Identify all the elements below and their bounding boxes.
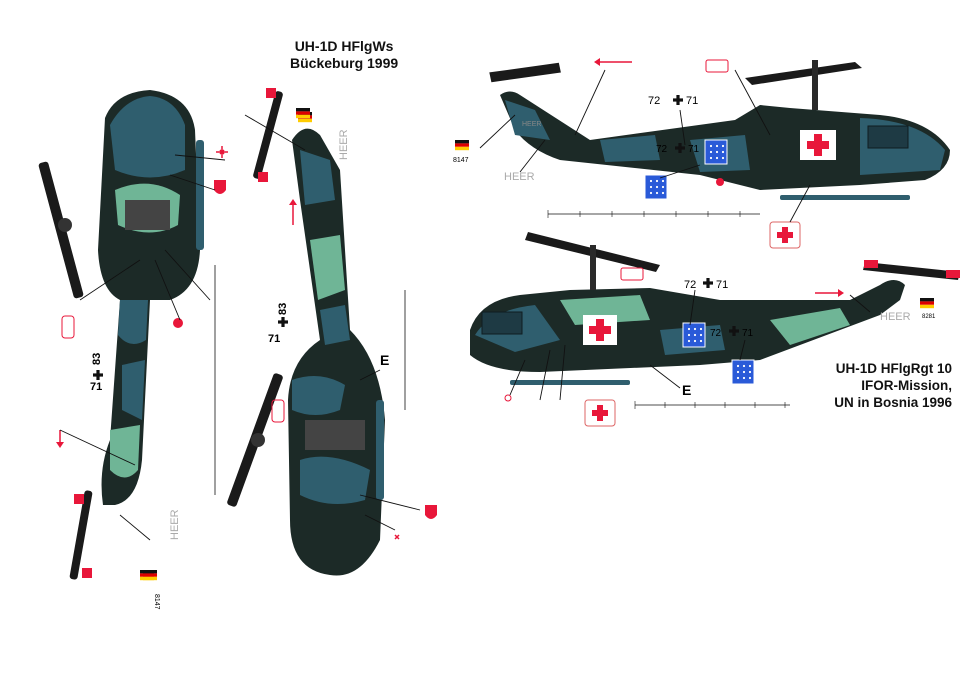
title-bottom-line1: UH-1D HFlgRgt 10 [835, 361, 952, 376]
mark-flag-code: 8147 [153, 594, 160, 610]
mark-serial-d-side: 71 [688, 144, 700, 155]
mark-small-code: 8281 [922, 314, 936, 320]
mark-serial-c-2: 72 [684, 279, 696, 291]
mark-serial-c-side: 72 [656, 144, 668, 155]
mark-flag-code-top: 8147 [453, 157, 469, 164]
mark-letter-e: E [380, 352, 389, 368]
mark-serial-a: 71 [90, 381, 102, 393]
title-top: UH-1D HFlgWs Bückeburg 1999 [290, 38, 398, 72]
mark-letter-e-side: E [682, 382, 691, 398]
mark-serial-a-bottom: 71 [268, 333, 280, 345]
heli-bottom-view: HEER 71 83 E [227, 88, 437, 576]
mark-heer-side2: HEER [880, 311, 911, 323]
mark-heer: HEER [169, 509, 181, 540]
mark-serial-d: 71 [686, 95, 698, 107]
heli-side-view-top: 72 71 HEER 8147 HEER 72 71 [453, 58, 950, 249]
svg-text:HEER: HEER [338, 129, 350, 160]
mark-serial-d-side2: 71 [742, 328, 754, 339]
mark-serial-c-side2: 72 [710, 328, 722, 339]
title-top-line2: Bückeburg 1999 [290, 55, 399, 71]
title-bottom: UH-1D HFlgRgt 10 IFOR-Mission, UN in Bos… [792, 360, 952, 411]
mark-heer-side: HEER [504, 171, 535, 183]
heli-top-view: 71 83 HEER 8147 [38, 90, 228, 610]
heli-side-view-bottom: 72 71 HEER 8281 72 71 E [470, 232, 960, 427]
mark-serial-b-bottom: 83 [277, 303, 289, 315]
mark-serial-b: 83 [91, 353, 103, 365]
title-bottom-line2: IFOR-Mission, [861, 378, 952, 393]
svg-text:HEER: HEER [522, 121, 541, 128]
mark-serial-c: 72 [648, 95, 660, 107]
mark-serial-d-2: 71 [716, 279, 728, 291]
title-top-line1: UH-1D HFlgWs [294, 38, 394, 54]
scale-vertical-left [214, 265, 406, 495]
title-bottom-line3: UN in Bosnia 1996 [834, 395, 952, 410]
